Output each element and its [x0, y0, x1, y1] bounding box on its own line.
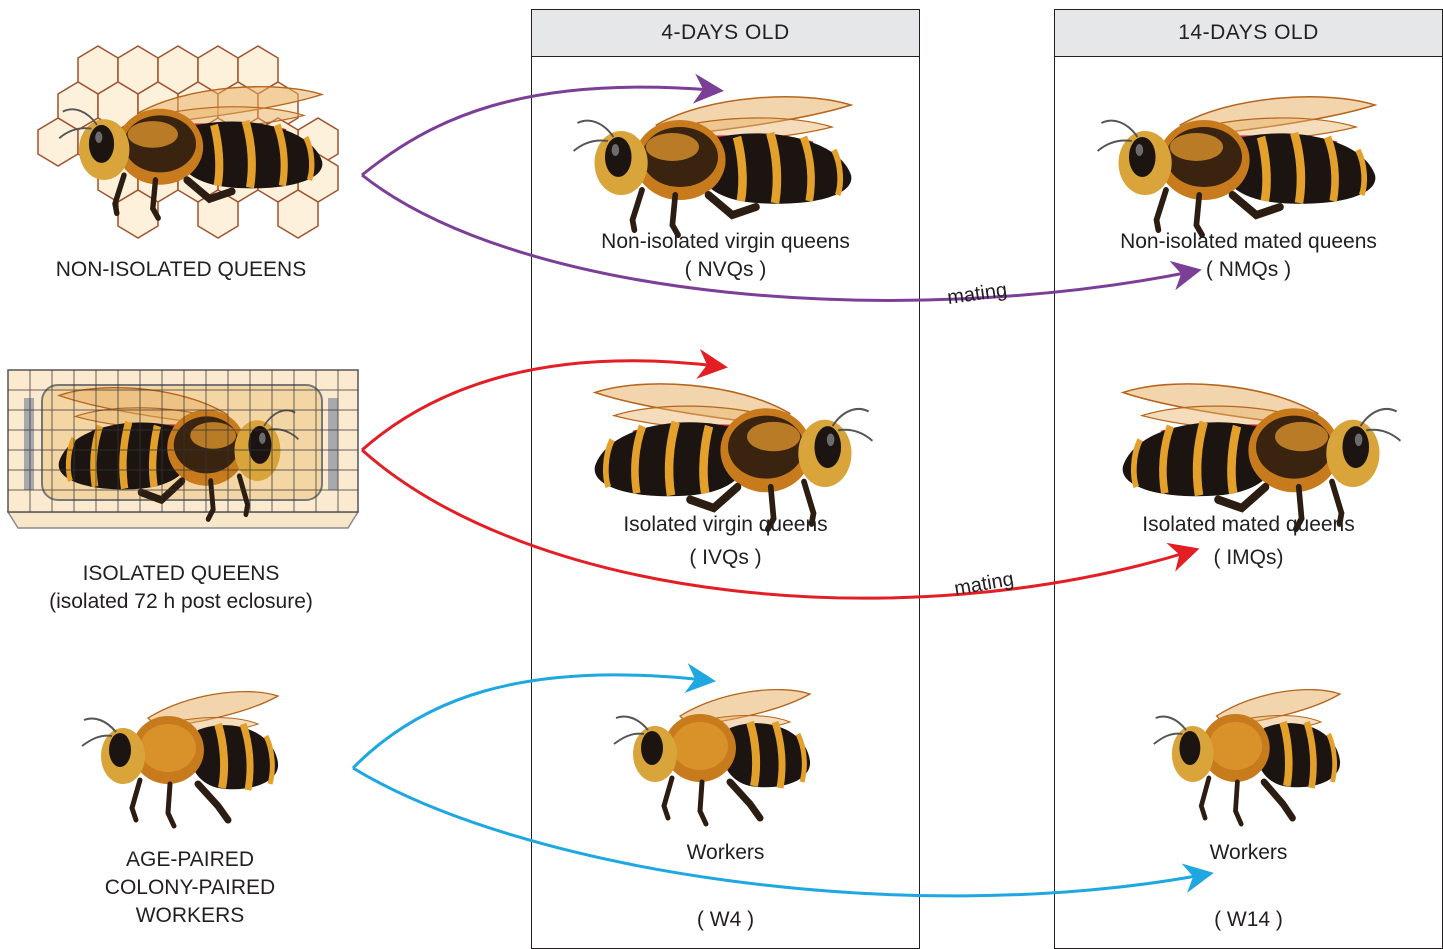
queen-bee-icon [1098, 97, 1376, 235]
worker-bee-icon [82, 692, 278, 826]
imq-name: Isolated mated queens [1054, 511, 1443, 538]
queen-bee-icon [1123, 384, 1401, 529]
non-isolated-queens-label: NON-ISOLATED QUEENS [0, 256, 362, 283]
workers-label-line2: COLONY-PAIRED [30, 874, 350, 901]
worker-bee-icon [614, 690, 810, 824]
w14-name: Workers [1054, 839, 1443, 866]
imq-code: ( IMQs) [1054, 544, 1443, 571]
w4-code: ( W4 ) [531, 906, 920, 933]
queen-bee-icon [595, 384, 873, 529]
isolated-queens-label: ISOLATED QUEENS [0, 560, 362, 587]
worker-bee-icon [1154, 690, 1340, 824]
w14-code: ( W14 ) [1054, 906, 1443, 933]
nmq-code: ( NMQs ) [1054, 256, 1443, 283]
w4-name: Workers [531, 839, 920, 866]
workers-label-line3: WORKERS [30, 902, 350, 929]
nvq-code: ( NVQs ) [531, 256, 920, 283]
isolated-queens-sublabel: (isolated 72 h post eclosure) [0, 588, 362, 615]
workers-label-line1: AGE-PAIRED [30, 846, 350, 873]
nvq-name: Non-isolated virgin queens [531, 228, 920, 255]
ivq-name: Isolated virgin queens [531, 511, 920, 538]
mating-label-1: mating [946, 279, 1009, 309]
ivq-code: ( IVQs ) [531, 544, 920, 571]
queen-bee-icon [574, 97, 852, 235]
mating-label-2: mating [952, 568, 1015, 600]
nmq-name: Non-isolated mated queens [1054, 228, 1443, 255]
